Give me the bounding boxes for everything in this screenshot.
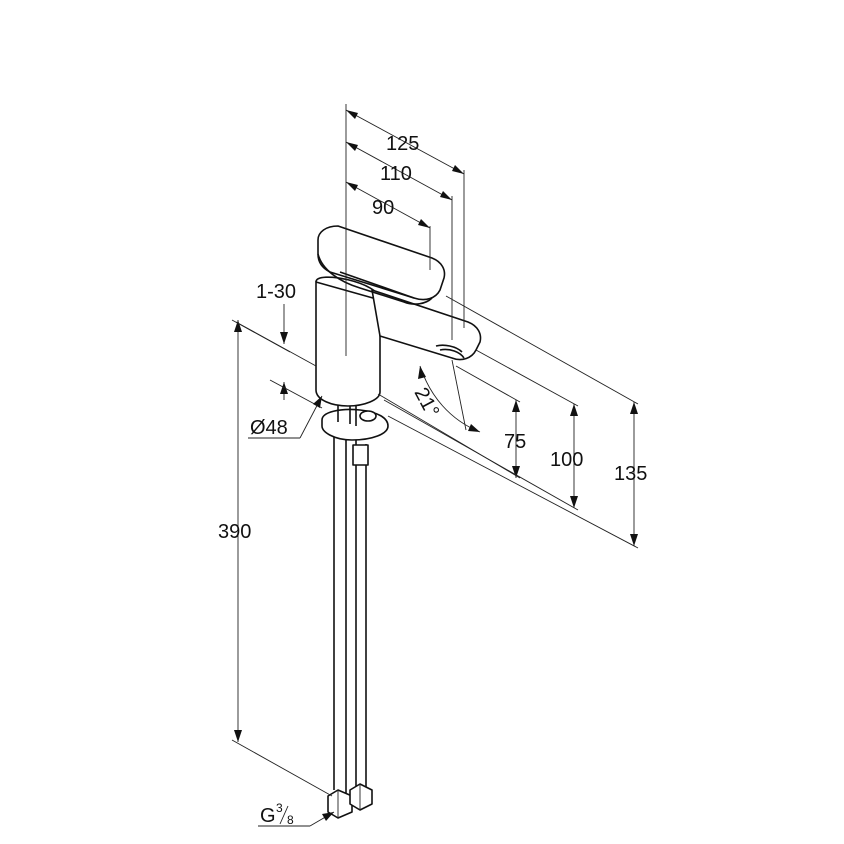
dimension-390: 390 [218, 319, 333, 797]
thread-numerator: 3 [276, 801, 283, 815]
dimension-125-label: 125 [386, 133, 419, 155]
dimension-100: 100 [383, 349, 583, 511]
faucet [315, 225, 482, 819]
dimension-135-label: 135 [614, 463, 647, 485]
dimension-48-label: Ø48 [250, 417, 288, 439]
thread-g-label: G [260, 805, 276, 827]
dimension-100-label: 100 [550, 449, 583, 471]
connector-nut [327, 783, 373, 819]
dimension-75: 75 [377, 365, 526, 479]
dimension-110-label: 110 [380, 163, 412, 185]
dimension-diameter-48: Ø48 [248, 395, 323, 439]
dimension-110: 110 [345, 141, 453, 201]
dimension-125: 125 [345, 109, 465, 175]
supply-hoses [333, 430, 369, 794]
dimension-1-30: 1-30 [235, 281, 323, 409]
dimension-75-label: 75 [504, 431, 526, 453]
dimension-390-label: 390 [218, 521, 251, 543]
thread-spec-g-3-8: G 3 8 [258, 801, 335, 827]
dimension-21-degree: 21° [410, 359, 481, 433]
dimension-135: 135 [387, 295, 647, 549]
dimension-90: 90 [345, 181, 431, 229]
dimension-1-30-label: 1-30 [256, 281, 296, 303]
faucet-lever [317, 225, 446, 305]
faucet-body [315, 276, 381, 407]
thread-denominator: 8 [287, 813, 294, 827]
dimension-90-label: 90 [372, 197, 394, 219]
center-lines [345, 104, 465, 356]
mounting-bracket [321, 400, 389, 441]
